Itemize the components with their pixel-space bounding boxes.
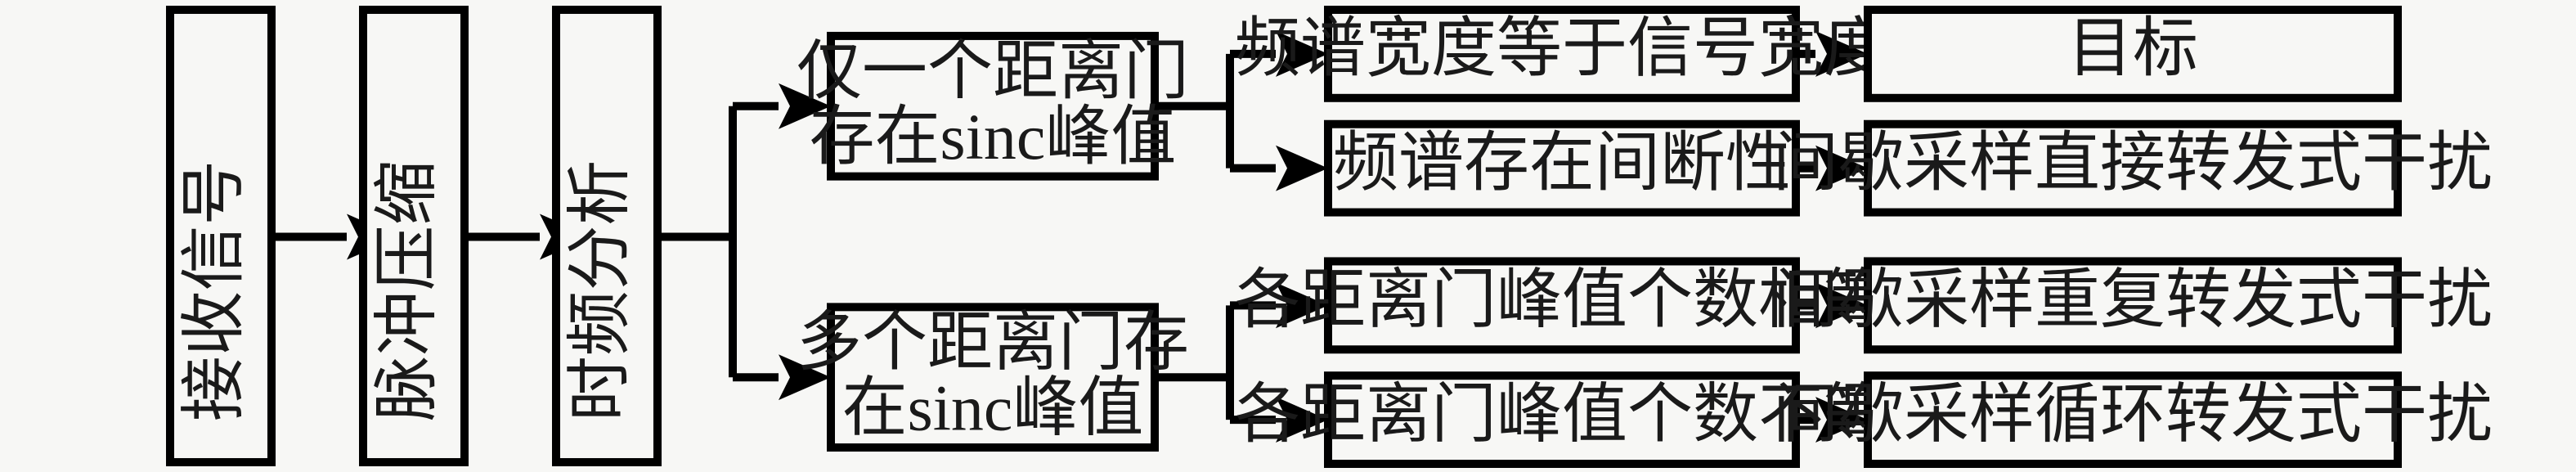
node-spectrum-width-equal-label: 频谱宽度等于信号宽度 — [1235, 13, 1889, 85]
node-direct-repeater-jamming-label: 间歇采样直接转发式干扰 — [1773, 128, 2493, 200]
edge-single-gate-to-width — [1230, 30, 1328, 77]
node-peak-count-equal-label: 各距离门峰值个数相等 — [1235, 265, 1889, 337]
edge-single-gate-to-gap — [1230, 145, 1328, 191]
node-multi-range-gate-label-line1: 多个距离门存 — [797, 308, 1189, 380]
arrow-head-icon — [1815, 282, 1868, 329]
edge-multi-gate-to-unequal — [1230, 397, 1328, 443]
node-peak-count-equal[interactable]: 各距离门峰值个数相等 — [1235, 257, 1889, 354]
arrow-head-icon — [1276, 30, 1328, 77]
edge-single-gate-trunk — [1155, 53, 1234, 169]
node-cyclic-repeater-jamming-label: 间歇采样循环转发式干扰 — [1773, 379, 2493, 451]
arrow-head-icon — [1815, 145, 1868, 191]
node-peak-count-unequal[interactable]: 各距离门峰值个数不等 — [1235, 371, 1889, 469]
node-pulse-compression[interactable]: 脉冲压缩 — [359, 5, 469, 467]
nodes-layer: 接收信号 脉冲压缩 时频分析 仅一个距离门 存在sinc峰值 多个距离门 — [166, 5, 2493, 469]
node-spectrum-discontinuous-label: 频谱存在间断性 — [1333, 128, 1791, 200]
node-cyclic-repeater-jamming[interactable]: 间歇采样循环转发式干扰 — [1773, 371, 2493, 469]
edge-multi-gate-to-equal — [1230, 282, 1328, 329]
node-multi-range-gate-label-line2: 在sinc峰值 — [842, 373, 1144, 445]
node-direct-repeater-jamming[interactable]: 间歇采样直接转发式干扰 — [1773, 119, 2493, 217]
node-receive-signal-label: 接收信号 — [178, 160, 250, 421]
node-pulse-compression-label: 脉冲压缩 — [371, 160, 443, 421]
node-target[interactable]: 目标 — [1864, 5, 2402, 102]
edge-multi-gate-trunk — [1155, 305, 1234, 420]
arrow-head-icon — [1276, 397, 1328, 443]
node-multi-range-gate[interactable]: 多个距离门存 在sinc峰值 — [797, 303, 1189, 452]
arrow-head-icon — [779, 83, 831, 129]
node-time-frequency-analysis-label: 时频分析 — [564, 160, 636, 421]
node-spectrum-discontinuous[interactable]: 频谱存在间断性 — [1324, 119, 1800, 217]
arrow-head-icon — [1815, 30, 1868, 77]
node-repeat-repeater-jamming-label: 间歇采样重复转发式干扰 — [1773, 265, 2493, 337]
node-peak-count-unequal-label: 各距离门峰值个数不等 — [1235, 379, 1889, 451]
edges-layer — [272, 30, 1868, 443]
arrow-head-icon — [1276, 145, 1328, 191]
arrow-head-icon — [1276, 282, 1328, 329]
arrow-head-icon — [779, 354, 831, 401]
node-single-range-gate-label-line2: 存在sinc峰值 — [810, 101, 1177, 173]
node-single-range-gate-label-line1: 仅一个距离门 — [797, 36, 1189, 108]
node-time-frequency-analysis[interactable]: 时频分析 — [552, 5, 662, 467]
node-spectrum-width-equal[interactable]: 频谱宽度等于信号宽度 — [1235, 5, 1889, 102]
node-receive-signal[interactable]: 接收信号 — [166, 5, 276, 467]
edge-tf-to-single-gate — [733, 83, 831, 129]
node-repeat-repeater-jamming[interactable]: 间歇采样重复转发式干扰 — [1773, 257, 2493, 354]
arrow-head-icon — [1815, 397, 1868, 443]
edge-tf-to-multi-gate — [733, 354, 831, 401]
node-target-label: 目标 — [2067, 13, 2198, 85]
edge-tf-branch-trunk — [657, 106, 737, 378]
node-single-range-gate[interactable]: 仅一个距离门 存在sinc峰值 — [797, 31, 1189, 181]
